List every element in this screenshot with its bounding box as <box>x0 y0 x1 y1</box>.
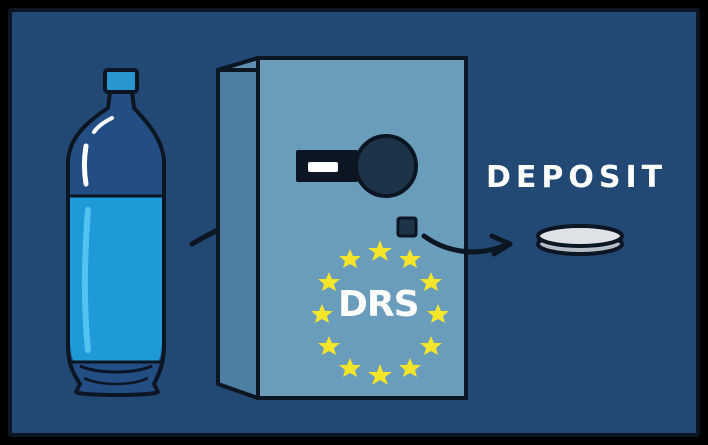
drs-logo-text: DRS <box>338 284 420 325</box>
coin-icon <box>536 224 624 256</box>
deposit-label: DEPOSIT <box>486 160 668 195</box>
arrow-icon <box>421 233 513 257</box>
eu-stars-icon <box>311 240 449 385</box>
bottle-icon <box>66 68 166 397</box>
